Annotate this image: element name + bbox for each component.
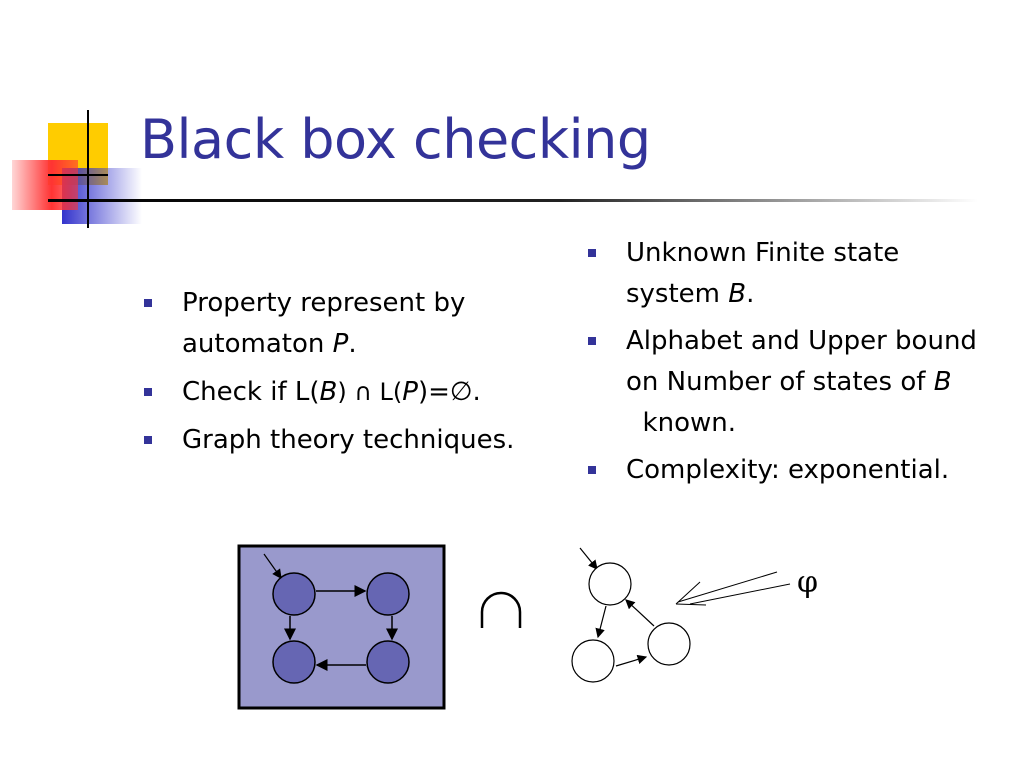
bullet-variable: B [728,279,747,309]
bullet-marker [588,249,596,257]
property-automaton [571,547,691,683]
bullet-marker [588,466,596,474]
bullet-text: Alphabet and Upper bound on Number of st… [626,326,977,397]
transition-arrow [625,599,655,627]
transition-arrow [615,654,648,667]
bullet-text: Complexity: exponential. [626,455,950,485]
bullet-variable: P [332,329,349,359]
slide-title: Black box checking [140,108,651,171]
state-node [366,640,410,684]
left-bullet-list: Property represent by automaton P. Check… [144,283,564,468]
right-bullet-list: Unknown Finite state system B. Alphabet … [588,233,978,497]
black-box-automaton [237,544,446,710]
state-node [272,640,316,684]
list-item: Graph theory techniques. [144,420,564,461]
state-node [366,572,410,616]
bullet-text: . [348,329,357,359]
state-node [588,562,632,606]
transition-arrow [595,605,607,639]
bullet-text: known. [626,408,736,438]
list-item: Property represent by automaton P. [144,283,564,365]
pointer-arrow-icon [675,571,791,606]
state-node [647,622,691,666]
bullet-text: Property represent by automaton [182,288,466,359]
list-item: Unknown Finite state system B. [588,233,978,315]
list-item: Check if L(B) ∩ L(P)=∅. [144,372,564,413]
bullet-variable: P [402,377,418,407]
title-underline [48,199,978,202]
initial-arrow [579,547,598,570]
list-item: Alphabet and Upper bound on Number of st… [588,321,978,444]
bullet-text: ) ∩ L( [337,378,403,406]
bullet-text: Check if L( [182,377,320,407]
bullet-marker [144,436,152,444]
bullet-marker [144,299,152,307]
bullet-variable: B [933,367,952,397]
bullet-marker [588,337,596,345]
intersection-icon [480,591,522,628]
bullet-variable: B [319,377,338,407]
black-box-frame [237,544,446,710]
phi-label: φ [797,565,818,600]
bullet-text: Graph theory techniques. [182,425,515,455]
bullet-marker [144,388,152,396]
bullet-text: )=∅. [417,377,481,407]
state-node [272,572,316,616]
slide-logo-decoration [12,110,142,228]
state-node [571,639,615,683]
initial-arrow [263,553,282,579]
bullet-text: Unknown Finite state system [626,238,900,309]
bullet-text: . [746,279,755,309]
list-item: Complexity: exponential. [588,450,978,491]
